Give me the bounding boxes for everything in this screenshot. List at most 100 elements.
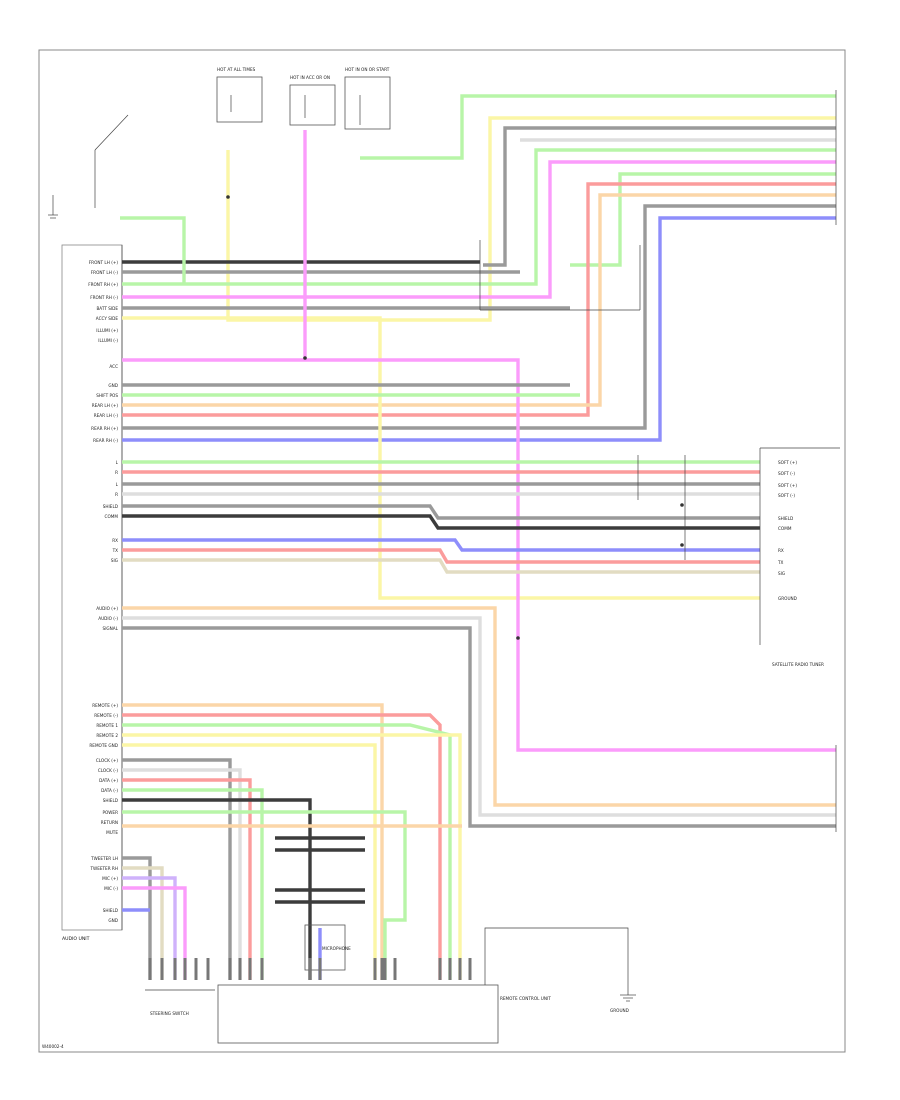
audio-unit-label: AUDIO UNIT: [62, 936, 90, 942]
svg-text:REMOTE (-): REMOTE (-): [94, 713, 118, 718]
wire-pink: [122, 358, 836, 752]
satellite-radio-tuner: SATELLITE RADIO TUNER SOFT (+) SOFT (-) …: [759, 447, 840, 667]
wire-green: [122, 723, 452, 980]
svg-text:BATT SIDE: BATT SIDE: [96, 306, 118, 311]
pin-stub: [183, 958, 187, 980]
svg-text:TWEETER LH: TWEETER LH: [90, 856, 118, 861]
svg-text:R: R: [115, 470, 118, 475]
pin-stub: [248, 958, 252, 980]
bottom-component-steering-switch: STEERING SWITCH: [145, 989, 215, 1016]
svg-text:REAR LH (+): REAR LH (+): [92, 403, 119, 408]
pin-stub: [228, 958, 232, 980]
svg-text:HOT IN ON OR START: HOT IN ON OR START: [345, 67, 390, 72]
wire-green: [122, 788, 264, 980]
svg-text:TX: TX: [777, 560, 784, 565]
wire-tan: [122, 558, 760, 574]
wire-gray: [122, 856, 152, 980]
svg-text:REMOTE GND: REMOTE GND: [89, 743, 118, 748]
svg-text:MIC (-): MIC (-): [104, 886, 118, 891]
svg-text:RETURN: RETURN: [101, 820, 118, 825]
svg-text:RX: RX: [112, 538, 118, 543]
pin-stub: [238, 958, 242, 980]
svg-text:DATA (+): DATA (+): [99, 778, 118, 783]
svg-text:POWER: POWER: [102, 810, 118, 815]
svg-text:ACC: ACC: [109, 364, 118, 369]
svg-text:RX: RX: [778, 548, 784, 553]
pin-stub: [373, 958, 377, 980]
top-component-3: HOT IN ON OR START: [344, 67, 391, 130]
svg-text:SIGNAL: SIGNAL: [103, 626, 119, 631]
wire-green: [120, 216, 186, 283]
pin-stub: [383, 958, 387, 980]
svg-text:SHIELD: SHIELD: [778, 516, 793, 521]
svg-text:SOFT (+): SOFT (+): [778, 460, 797, 465]
wire-white: [122, 616, 836, 817]
svg-text:DATA (-): DATA (-): [101, 788, 118, 793]
pin-stub: [458, 958, 462, 980]
svg-text:REAR LH (-): REAR LH (-): [94, 413, 119, 418]
svg-text:HOT IN ACC OR ON: HOT IN ACC OR ON: [290, 75, 330, 80]
svg-text:AUDIO (-): AUDIO (-): [98, 616, 118, 621]
top-component-1: HOT AT ALL TIMES: [216, 67, 263, 123]
diagram-border: [38, 49, 846, 1053]
bottom-component-microphone: MICROPHONE: [304, 924, 351, 971]
svg-text:FRONT RH (+): FRONT RH (+): [88, 282, 118, 287]
svg-text:ILLUMI (+): ILLUMI (+): [96, 328, 118, 333]
svg-text:COMM: COMM: [778, 526, 792, 531]
pin-stub: [173, 958, 177, 980]
svg-text:SHIELD: SHIELD: [103, 908, 118, 913]
wire-gray: [122, 204, 836, 430]
svg-text:FRONT LH (+): FRONT LH (+): [89, 260, 119, 265]
pin-stub: [206, 958, 210, 980]
svg-text:REMOTE 1: REMOTE 1: [96, 723, 118, 728]
svg-text:COMM: COMM: [105, 514, 119, 519]
svg-text:REMOTE CONTROL UNIT: REMOTE CONTROL UNIT: [500, 996, 551, 1001]
svg-text:GND: GND: [108, 383, 118, 388]
svg-text:SHIELD: SHIELD: [103, 504, 118, 509]
pin-stub: [194, 958, 198, 980]
page-ref: W40002-4: [42, 1044, 64, 1049]
svg-text:MICROPHONE: MICROPHONE: [322, 946, 351, 951]
svg-text:REAR RH (-): REAR RH (-): [93, 438, 118, 443]
wire-green: [570, 172, 836, 267]
svg-text:SIG: SIG: [111, 558, 118, 563]
svg-text:HOT AT ALL TIMES: HOT AT ALL TIMES: [217, 67, 256, 72]
wire-dark: [122, 514, 760, 530]
wire-blue: [122, 216, 836, 442]
wire-orange: [122, 703, 384, 980]
svg-text:STEERING SWITCH: STEERING SWITCH: [150, 1011, 189, 1016]
wire-pink: [122, 886, 187, 980]
wire-white: [122, 768, 242, 980]
svg-text:AUDIO (+): AUDIO (+): [96, 606, 118, 611]
pin-stub: [468, 958, 472, 980]
pin-stub: [393, 958, 397, 980]
svg-text:R: R: [115, 492, 118, 497]
wire-pink: [122, 160, 836, 299]
svg-text:MUTE: MUTE: [106, 830, 118, 835]
pin-stub: [260, 958, 264, 980]
wire-gray: [483, 126, 836, 267]
svg-text:L: L: [116, 460, 119, 465]
svg-text:GND: GND: [108, 918, 118, 923]
wire-yellow: [122, 743, 377, 980]
svg-text:ACCY SIDE: ACCY SIDE: [96, 316, 119, 321]
wire-red: [122, 548, 760, 564]
pin-stub: [438, 958, 442, 980]
pin-stub: [318, 958, 322, 980]
wire-gray: [122, 626, 836, 828]
wire-gray: [122, 758, 232, 980]
svg-text:SOFT (-): SOFT (-): [778, 471, 795, 476]
svg-text:SOFT (-): SOFT (-): [778, 493, 795, 498]
left-ground-symbol: [48, 114, 129, 219]
wire-green: [360, 94, 836, 160]
audio-unit-box: [61, 244, 123, 931]
svg-text:CLOCK (+): CLOCK (+): [96, 758, 119, 763]
svg-text:SOFT (+): SOFT (+): [778, 483, 797, 488]
wire-yellow: [122, 316, 760, 600]
wire-gray: [122, 504, 760, 520]
wire-red: [122, 182, 836, 417]
wire-green: [122, 148, 836, 286]
svg-text:GROUND: GROUND: [610, 1008, 629, 1013]
bottom-component-ground: GROUND: [484, 927, 636, 1013]
